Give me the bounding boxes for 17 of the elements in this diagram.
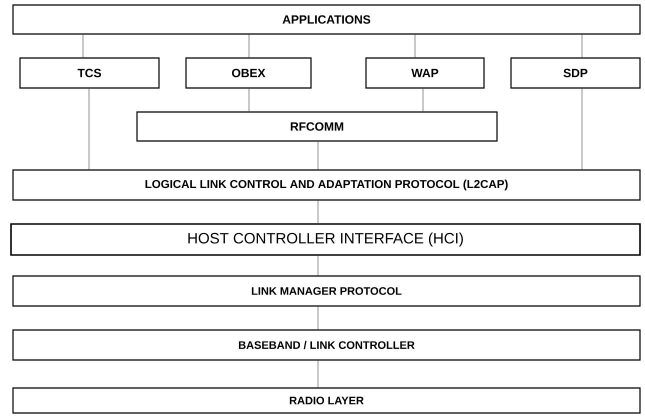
- layer-box: RADIO LAYER: [12, 387, 641, 414]
- layer-box: HOST CONTROLLER INTERFACE (HCI): [10, 223, 641, 256]
- connector-line: [422, 88, 424, 112]
- layer-box: SDP: [510, 57, 641, 89]
- layer-box: OBEX: [185, 57, 312, 89]
- connector-line: [82, 34, 84, 58]
- layer-box: LOGICAL LINK CONTROL AND ADAPTATION PROTOCOL (L2CAP): [12, 169, 641, 201]
- layer-box: WAP: [365, 57, 485, 89]
- layer-box: LINK MANAGER PROTOCOL: [12, 275, 641, 307]
- connector-line: [248, 88, 250, 112]
- connector-line: [88, 88, 90, 170]
- layer-box: BASEBAND / LINK CONTROLLER: [12, 329, 641, 361]
- layer-box: RFCOMM: [136, 111, 498, 142]
- layer-box: TCS: [19, 57, 160, 89]
- connector-line: [248, 34, 250, 58]
- connector-line: [414, 34, 416, 58]
- layer-box: APPLICATIONS: [12, 4, 641, 35]
